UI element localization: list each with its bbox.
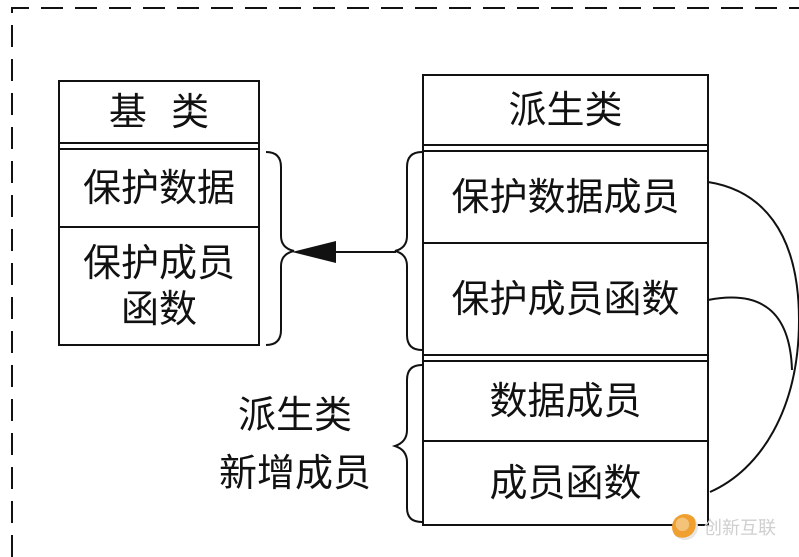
watermark-logo-icon <box>672 514 698 540</box>
divider <box>424 360 707 362</box>
inheritance-arrow-head <box>292 241 336 263</box>
base-class-brace <box>265 151 295 346</box>
base-class-title-text: 基 类 <box>108 90 210 134</box>
watermark: 创新互联 <box>672 514 776 540</box>
divider <box>60 226 258 228</box>
divider <box>424 354 707 356</box>
base-member-protected-functions: 保护成员 函数 <box>60 228 258 344</box>
derived-own-functions-text: 成员函数 <box>489 461 642 505</box>
divider <box>424 144 707 146</box>
derived-own-functions: 成员函数 <box>424 442 707 524</box>
derived-inherited-data-text: 保护数据成员 <box>451 175 680 219</box>
divider <box>60 142 258 144</box>
divider <box>424 150 707 152</box>
connector-curve-lower <box>707 296 793 371</box>
derived-inherited-functions-text: 保护成员函数 <box>451 277 680 321</box>
divider <box>424 242 707 244</box>
base-member-protected-data: 保护数据 <box>60 150 258 226</box>
derived-inherited-functions: 保护成员函数 <box>424 244 707 354</box>
derived-class-title: 派生类 <box>424 76 707 144</box>
derived-class-title-text: 派生类 <box>508 88 623 132</box>
base-member-protected-functions-line2: 函数 <box>120 287 197 331</box>
watermark-text: 创新互联 <box>704 518 776 539</box>
new-members-label-line1: 派生类 <box>237 393 352 437</box>
dashed-frame <box>11 7 799 557</box>
derived-class-box: 派生类 保护数据成员 保护成员函数 数据成员 成员函数 <box>422 74 709 526</box>
derived-own-data: 数据成员 <box>424 362 707 440</box>
derived-inherited-data: 保护数据成员 <box>424 152 707 242</box>
divider <box>60 148 258 150</box>
inherited-members-brace <box>394 151 423 351</box>
connector-curve-upper <box>707 181 799 493</box>
base-class-box: 基 类 保护数据 保护成员 函数 <box>58 80 260 346</box>
base-class-title: 基 类 <box>60 82 258 142</box>
new-members-label: 派生类 新增成员 <box>200 392 390 496</box>
base-member-protected-data-text: 保护数据 <box>82 166 235 210</box>
base-member-protected-functions-line1: 保护成员 <box>82 241 235 285</box>
new-members-brace <box>391 364 423 523</box>
divider <box>424 440 707 442</box>
new-members-label-line2: 新增成员 <box>218 451 371 495</box>
derived-own-data-text: 数据成员 <box>489 379 642 423</box>
